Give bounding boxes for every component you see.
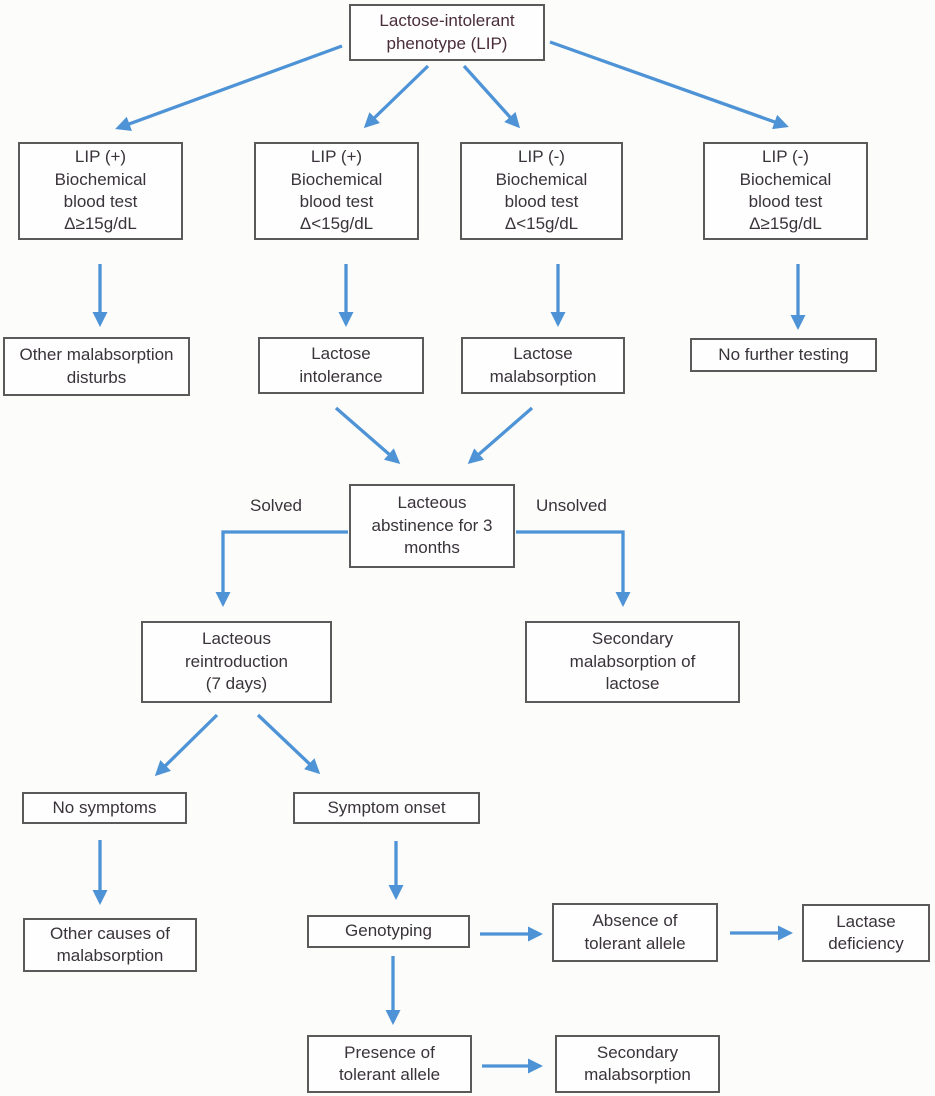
node-other-causes-of-malabsorption: Other causes of malabsorption <box>23 918 197 972</box>
node-lactose-intolerant-phenotype: Lactose-intolerant phenotype (LIP) <box>349 4 545 61</box>
node-presence-of-tolerant-allele: Presence of tolerant allele <box>307 1035 472 1093</box>
arrow-reintroduction-to-no-symptoms <box>154 713 219 777</box>
arrow-lip-to-lip-pos-low <box>363 64 430 129</box>
node-lactose-intolerance: Lactose intolerance <box>258 337 424 394</box>
node-lip-positive-high-delta: LIP (+) Biochemical blood test Δ≥15g/dL <box>18 142 183 240</box>
node-symptom-onset: Symptom onset <box>293 792 480 824</box>
edge-label-solved: Solved <box>250 496 302 515</box>
arrow-unsolved-elbow <box>516 530 631 608</box>
node-lactase-deficiency: Lactase deficiency <box>802 904 930 962</box>
arrow-solved-elbow <box>215 530 348 608</box>
node-other-malabsorption-disturbs: Other malabsorption disturbs <box>3 337 190 396</box>
node-secondary-malabsorption: Secondary malabsorption <box>555 1035 720 1093</box>
node-lip-negative-high-delta: LIP (-) Biochemical blood test Δ≥15g/dL <box>703 142 868 240</box>
node-no-symptoms: No symptoms <box>22 792 187 824</box>
node-lip-positive-low-delta: LIP (+) Biochemical blood test Δ<15g/dL <box>254 142 419 240</box>
arrow-lip-to-lip-pos-high <box>115 44 343 131</box>
arrow-reintroduction-to-symptom-onset <box>256 713 321 775</box>
node-lacteous-abstinence: Lacteous abstinence for 3 months <box>349 484 515 568</box>
arrow-intolerance-to-abstinence <box>334 406 401 464</box>
edge-label-unsolved: Unsolved <box>536 496 607 515</box>
arrow-malabsorption-to-abstinence <box>467 406 534 464</box>
arrow-lip-to-lip-neg-high <box>549 40 789 130</box>
node-no-further-testing: No further testing <box>690 338 877 372</box>
node-genotyping: Genotyping <box>307 915 470 948</box>
node-secondary-malabsorption-of-lactose: Secondary malabsorption of lactose <box>525 621 740 703</box>
node-absence-of-tolerant-allele: Absence of tolerant allele <box>552 903 718 962</box>
node-lacteous-reintroduction: Lacteous reintroduction (7 days) <box>141 621 332 703</box>
arrow-lip-to-lip-neg-low <box>462 64 521 129</box>
node-lip-negative-low-delta: LIP (-) Biochemical blood test Δ<15g/dL <box>460 142 623 240</box>
node-lactose-malabsorption: Lactose malabsorption <box>461 337 625 394</box>
